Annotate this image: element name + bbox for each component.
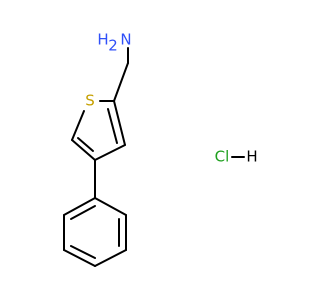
hcl-hydrogen-label: H — [246, 148, 257, 166]
bonds — [63, 47, 245, 267]
amine-hydrogen-label: H — [97, 31, 108, 49]
nitrogen-label: N — [120, 31, 131, 49]
bond-c3-c4 — [94, 144, 126, 161]
amine-hydrogen-subscript: 2 — [108, 37, 118, 55]
bond-ph4-ph5 — [63, 249, 96, 267]
bond-c2-c3-inner — [107, 108, 118, 144]
bond-ph6-ph1-inner — [70, 205, 96, 220]
bond-ph4-ph5-inner — [70, 245, 96, 259]
bond-c2-c3 — [113, 100, 126, 146]
bond-s-c5 — [71, 110, 85, 141]
bond-ch2-c2 — [113, 62, 129, 102]
bond-ph3-ph4 — [94, 249, 127, 267]
atom-labels: H 2 N S Cl H — [85, 31, 257, 166]
chlorine-label: Cl — [215, 148, 230, 166]
bond-c4-c5-inner — [77, 137, 94, 152]
bond-ph1-ph2 — [94, 197, 127, 216]
bond-c4-c5 — [71, 139, 96, 161]
bond-ph6-ph1 — [63, 197, 96, 216]
molecule-structure-diagram: H 2 N S Cl H — [63, 31, 258, 267]
sulfur-label: S — [85, 92, 95, 110]
